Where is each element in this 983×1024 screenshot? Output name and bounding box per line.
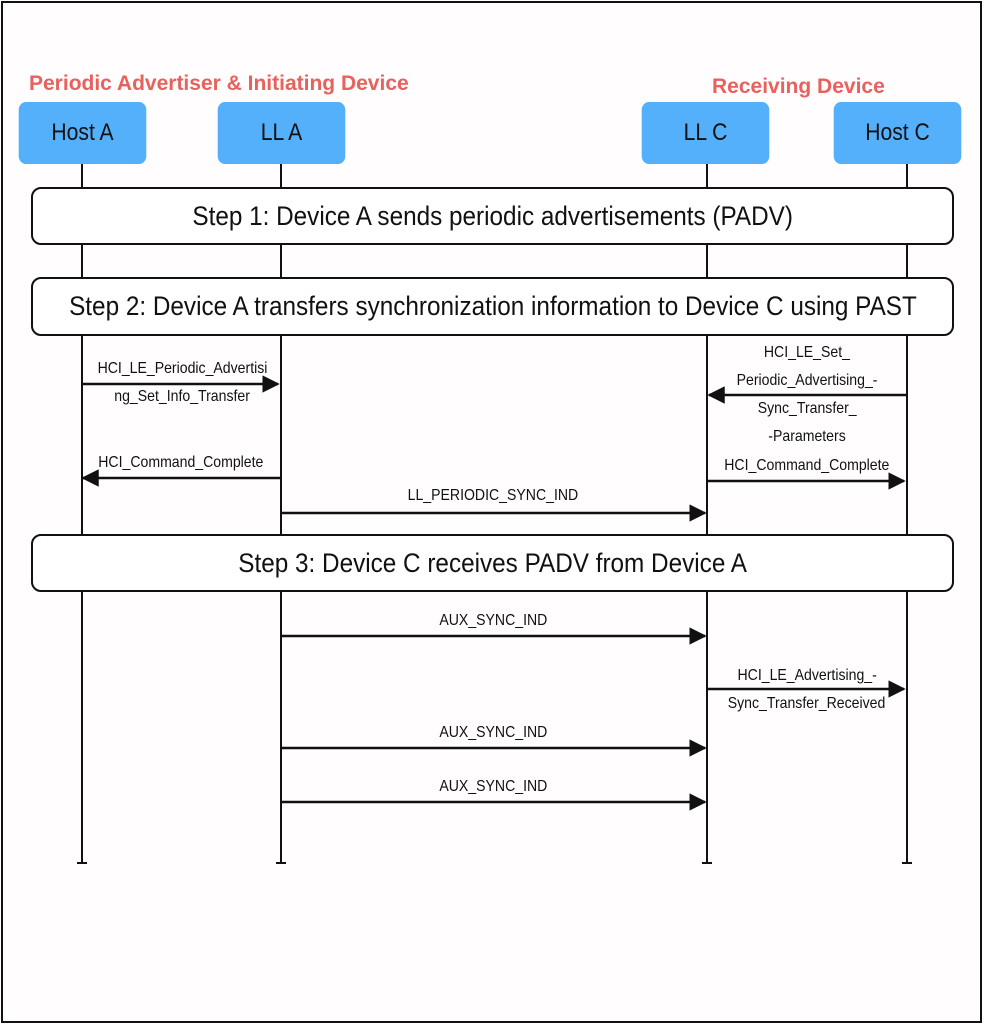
lifeline-end-tick xyxy=(276,862,286,864)
participant-ll-c: LL C xyxy=(641,102,770,164)
msg-set-sync-params: HCI_LE_Set_ Periodic_Advertising_- Sync_… xyxy=(736,344,878,445)
lifeline-end-tick xyxy=(702,862,712,864)
lifeline-ll-c xyxy=(706,164,708,864)
group-label-receiver: Receiving Device xyxy=(712,75,885,98)
msg-sync-transfer-received: HCI_LE_Advertising_- Sync_Transfer_Recei… xyxy=(728,667,886,712)
msg-set-info-transfer: HCI_LE_Periodic_Advertisi ng_Set_Info_Tr… xyxy=(97,360,267,405)
step-1-box: Step 1: Device A sends periodic advertis… xyxy=(31,187,954,245)
step-2-box: Step 2: Device A transfers synchronizati… xyxy=(31,277,954,336)
lifeline-end-tick xyxy=(77,862,87,864)
participant-host-c: Host C xyxy=(833,102,962,164)
participant-host-a: Host A xyxy=(18,102,147,164)
msg-aux-sync-2: AUX_SYNC_IND xyxy=(439,724,547,741)
lifeline-host-a xyxy=(81,164,83,864)
lifeline-host-c xyxy=(906,164,908,864)
lifeline-end-tick xyxy=(902,862,912,864)
msg-aux-sync-1: AUX_SYNC_IND xyxy=(439,612,547,629)
participant-ll-a: LL A xyxy=(217,102,346,164)
step-3-box: Step 3: Device C receives PADV from Devi… xyxy=(31,534,954,592)
msg-aux-sync-3: AUX_SYNC_IND xyxy=(439,778,547,795)
msg-cmd-complete-a: HCI_Command_Complete xyxy=(98,454,264,471)
msg-cmd-complete-c: HCI_Command_Complete xyxy=(724,457,890,474)
group-label-advertiser: Periodic Advertiser & Initiating Device xyxy=(29,72,409,95)
msg-ll-periodic-sync: LL_PERIODIC_SYNC_IND xyxy=(407,487,579,504)
